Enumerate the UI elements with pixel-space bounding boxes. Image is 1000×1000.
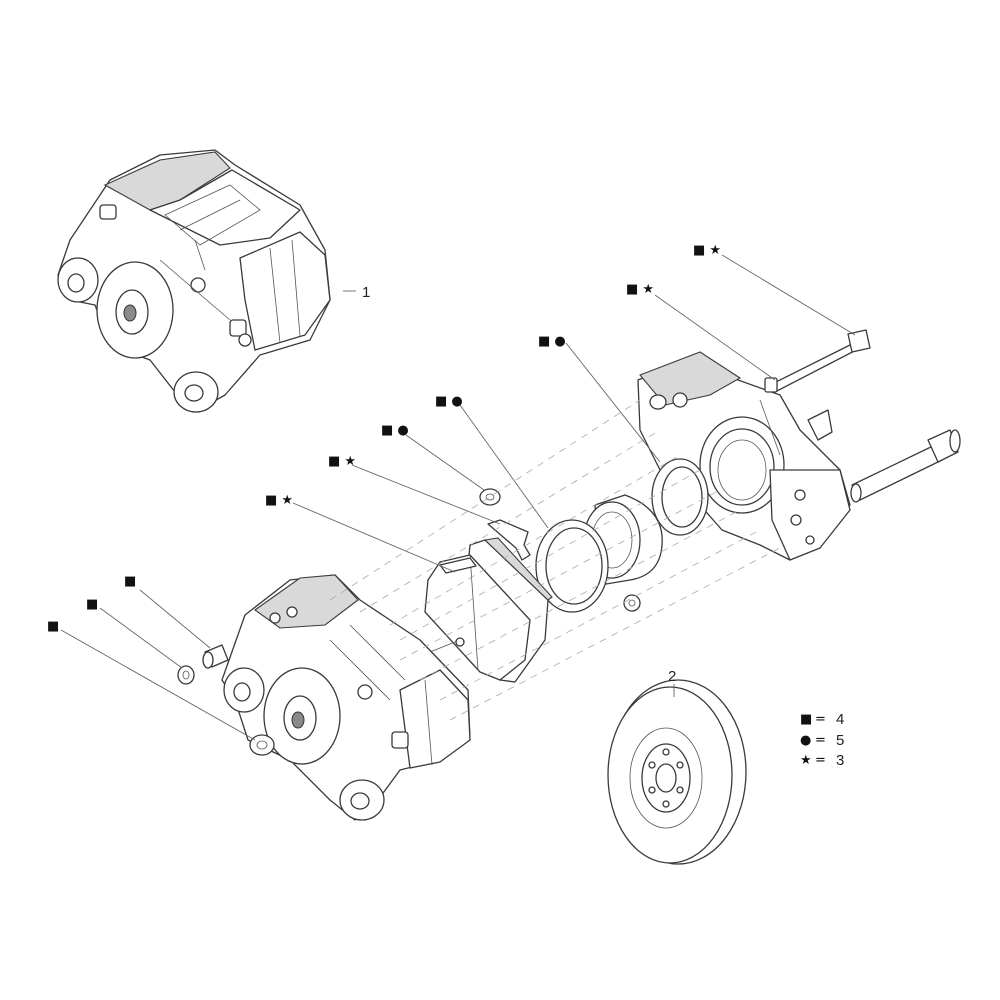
legend-star-symbol: ★ <box>800 753 812 768</box>
pad-spring <box>487 519 531 561</box>
legend-row-star: ★ = 3 <box>800 752 844 769</box>
marker-square-star-4: ■ ★ <box>265 493 293 508</box>
legend-circle-equals: = <box>815 733 826 748</box>
retaining-clip <box>764 329 871 393</box>
guide-pin <box>850 429 961 503</box>
marker-square-circle-3: ■ ● <box>381 423 409 438</box>
legend-star-value: 3 <box>836 752 844 769</box>
marker-square-star-1: ■ ★ <box>693 243 721 258</box>
brake-disc <box>607 679 747 865</box>
legend-circle-value: 5 <box>836 732 844 749</box>
legend-circle-symbol: ● <box>800 733 811 748</box>
legend-square-value: 4 <box>836 711 844 728</box>
washer-upper <box>479 488 501 506</box>
marker-leaders <box>60 254 856 741</box>
legend-square-symbol: ■ <box>800 712 812 727</box>
legend-row-circle: ● = 5 <box>800 732 844 749</box>
callout-1-label: 1 <box>362 284 370 301</box>
marker-square-3: ■ <box>47 619 59 634</box>
caliper-inner-half <box>221 574 471 821</box>
marker-square-star-3: ■ ★ <box>328 454 356 469</box>
bleeder-screw <box>202 644 229 669</box>
washer-lower <box>623 594 641 612</box>
marker-square-circle-2: ■ ● <box>435 394 463 409</box>
piston-seal <box>535 519 609 613</box>
assembled-caliper <box>57 149 331 413</box>
marker-square-2: ■ <box>86 597 98 612</box>
dust-seal <box>651 458 709 536</box>
legend-row-square: ■ = 4 <box>800 711 844 728</box>
marker-square-circle-1: ■ ● <box>538 334 566 349</box>
bleeder-cap <box>177 665 195 685</box>
legend-square-equals: = <box>815 712 826 727</box>
fitting-washer <box>249 734 275 756</box>
marker-square-star-2: ■ ★ <box>626 282 654 297</box>
marker-square-1: ■ <box>124 574 136 589</box>
brake-pad-outer <box>424 554 531 681</box>
callout-2-label: 2 <box>668 668 676 685</box>
legend: ■ = 4 ● = 5 ★ = 3 <box>800 711 844 769</box>
legend-star-equals: = <box>815 753 826 768</box>
assembly-guide-lines <box>329 399 781 721</box>
